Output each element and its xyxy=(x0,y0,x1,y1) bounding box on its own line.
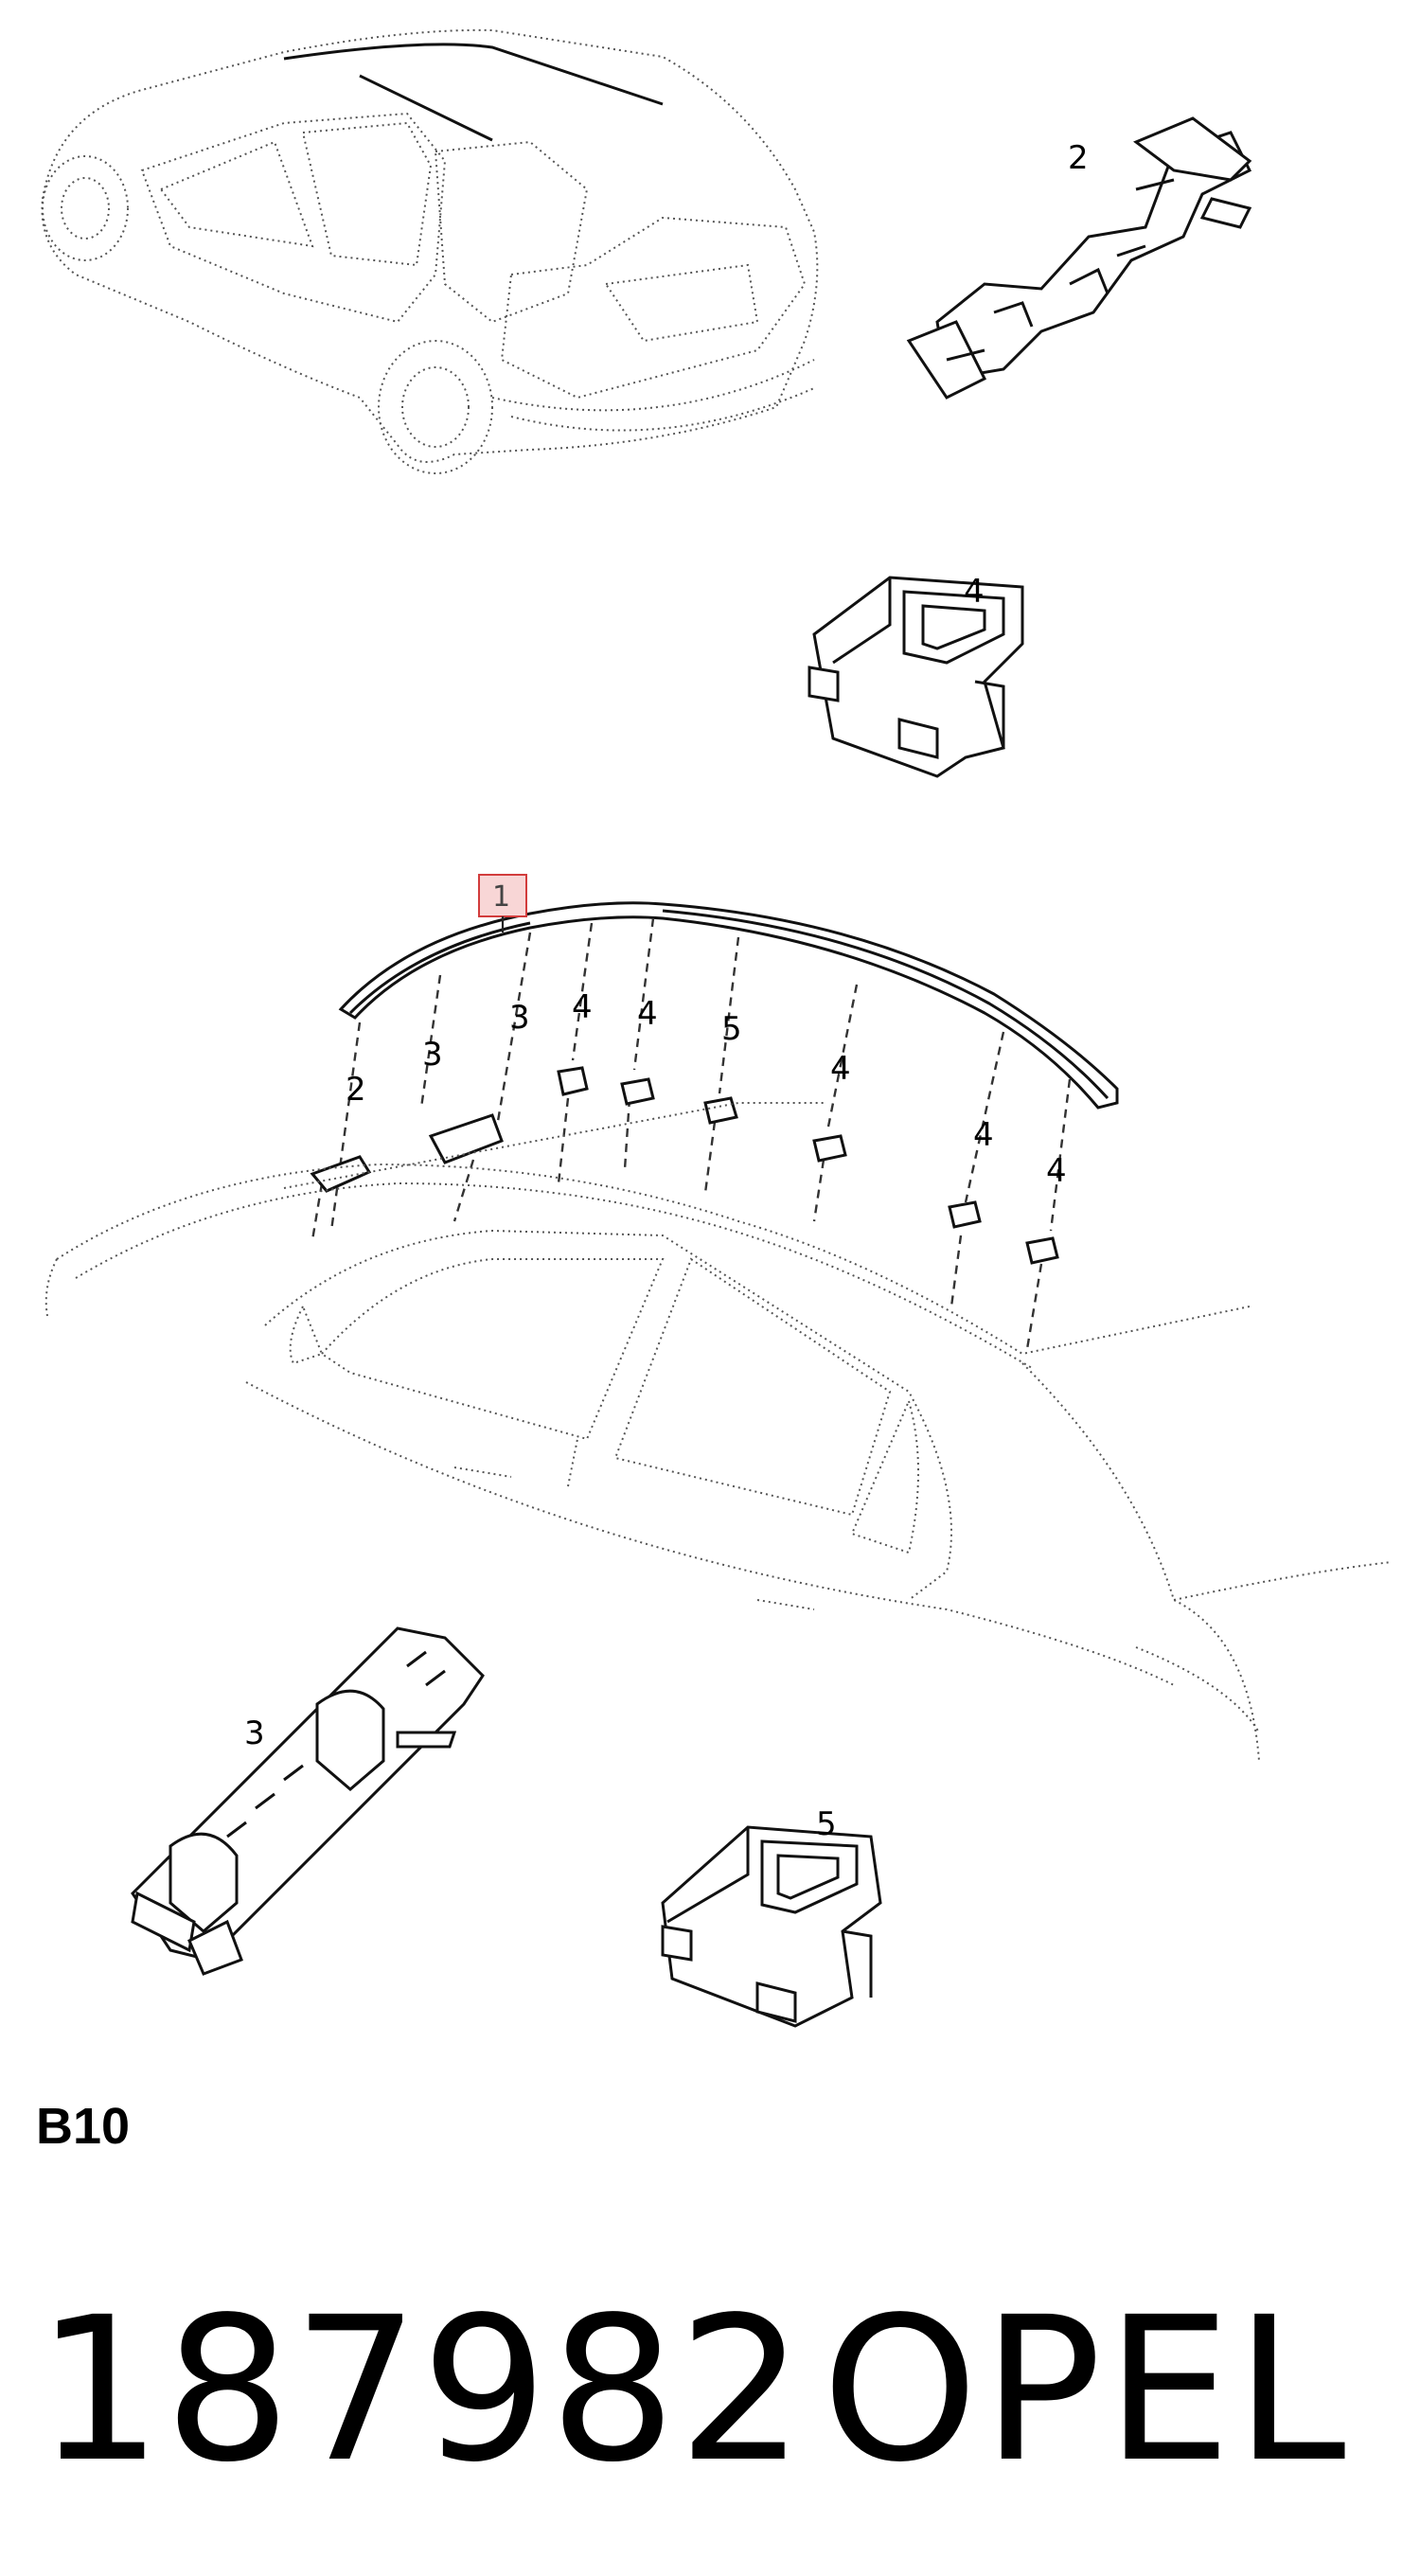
roof-moulding-part xyxy=(338,901,1119,1110)
callout-4c: 4 xyxy=(830,1050,851,1088)
callout-2: 2 xyxy=(346,1071,366,1109)
brand-name: OPEL xyxy=(822,2274,1350,2506)
highlighted-callout-1[interactable]: 1 xyxy=(478,874,527,933)
callout-4b: 4 xyxy=(637,995,658,1033)
callout-4a: 4 xyxy=(572,988,593,1026)
callout-2-top: 2 xyxy=(1068,139,1089,177)
section-code: B10 xyxy=(36,2098,131,2155)
callout-3-bottom: 3 xyxy=(244,1714,265,1752)
retainer-4-detail xyxy=(808,576,1024,778)
callout-4-top: 4 xyxy=(964,573,985,611)
hatchback-car-illustration xyxy=(41,28,819,474)
diagram-callouts: 2 3 3 4 4 5 4 4 4 xyxy=(346,988,1067,1190)
clip-2-detail xyxy=(906,116,1252,400)
exploded-guide-lines xyxy=(311,917,1072,1350)
roof-clips xyxy=(283,1066,1059,1265)
retainer-5-detail xyxy=(661,1825,882,2028)
callout-5-bottom: 5 xyxy=(816,1805,837,1843)
part-number: 187982 xyxy=(36,2274,807,2506)
callout-1: 1 xyxy=(492,880,510,914)
clip-3-detail xyxy=(131,1626,485,1976)
callout-4e: 4 xyxy=(1046,1152,1067,1190)
sedan-body-illustration xyxy=(44,1163,1393,1762)
detail-callouts: 2 4 3 5 xyxy=(244,139,1089,1843)
callout-5: 5 xyxy=(721,1010,742,1048)
callout-3a: 3 xyxy=(422,1036,443,1074)
highlight-box xyxy=(478,874,527,917)
callout-3b: 3 xyxy=(509,999,530,1037)
callout-4d: 4 xyxy=(973,1116,994,1154)
